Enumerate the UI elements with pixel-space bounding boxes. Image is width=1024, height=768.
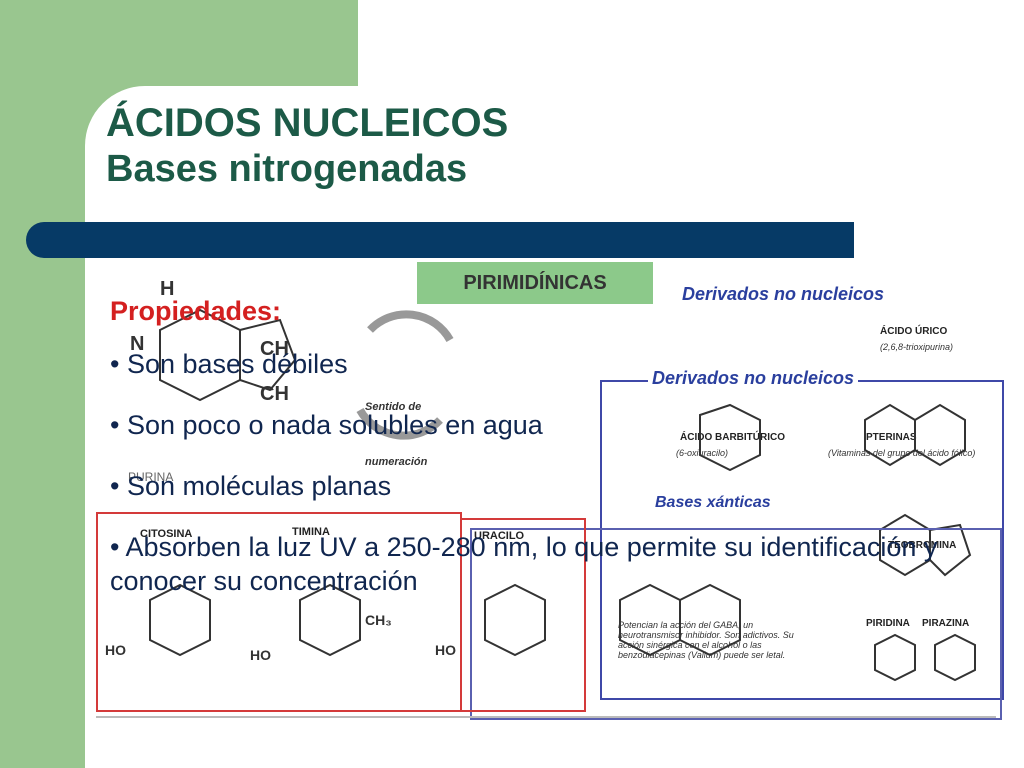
bullet-item: • Son bases débiles bbox=[110, 349, 348, 379]
bases-frame bbox=[470, 528, 1002, 720]
svg-text:CH: CH bbox=[260, 338, 289, 360]
oxiuracilo-label: (6-oxiuracilo) bbox=[676, 448, 729, 458]
svg-text:N: N bbox=[130, 333, 144, 355]
properties-heading: Propiedades: bbox=[110, 296, 282, 326]
pirimidinicas-label: PIRIMIDÍNICAS bbox=[417, 262, 653, 304]
cytosine-structure: HO bbox=[105, 583, 211, 658]
bullet-item: • Absorben la luz UV a 250-280 nm, lo qu… bbox=[110, 532, 938, 596]
slide-title: ÁCIDOS NUCLEICOS Bases nitrogenadas bbox=[106, 100, 508, 192]
collage-baseline bbox=[96, 716, 996, 718]
content-panel bbox=[85, 86, 1024, 768]
title-line-2: Bases nitrogenadas bbox=[106, 148, 468, 190]
pterinas-label: PTERINAS bbox=[866, 432, 917, 443]
numbering-direction-arrows: Sentido de numeración bbox=[356, 310, 454, 468]
properties-section: Propiedades: • Son bases débiles • Son p… bbox=[110, 296, 970, 598]
teobromina-structure bbox=[879, 513, 972, 577]
timina-label: TIMINA bbox=[292, 526, 330, 538]
trioxipurina-label: (2,6,8-trioxipurina) bbox=[880, 342, 954, 352]
title-line-1: ÁCIDOS NUCLEICOS bbox=[106, 101, 509, 145]
piridina-pirazina-structure bbox=[874, 633, 976, 682]
derivados-top-label: Derivados no nucleicos bbox=[682, 284, 885, 304]
svg-text:H: H bbox=[160, 278, 174, 300]
uracilo-frame bbox=[460, 518, 586, 712]
pirazina-label: PIRAZINA bbox=[922, 618, 970, 629]
citosina-label: CITOSINA bbox=[140, 528, 193, 540]
acido-urico-label: ÁCIDO ÚRICO bbox=[880, 326, 948, 337]
bullet-item: • Son poco o nada solubles en agua bbox=[110, 410, 543, 440]
teobromina-label: TEOBROMINA bbox=[888, 540, 957, 551]
thymine-structure: HO CH₃ bbox=[250, 583, 392, 663]
acido-barbiturico-label: ÁCIDO BARBITÚRICO bbox=[680, 432, 785, 443]
svg-text:HO: HO bbox=[105, 642, 126, 658]
svg-text:HO: HO bbox=[435, 642, 456, 658]
purina-label: PURINA bbox=[128, 470, 174, 484]
title-divider-bar bbox=[26, 222, 854, 258]
uracil-structure: HO bbox=[435, 583, 546, 658]
pterin-structure bbox=[864, 403, 966, 467]
svg-text:HO: HO bbox=[250, 647, 271, 663]
barbituric-structure bbox=[699, 403, 761, 472]
svg-text:CH₃: CH₃ bbox=[365, 612, 392, 628]
bases-xanticas-label: Bases xánticas bbox=[655, 494, 771, 511]
uracilo-label: URACILO bbox=[474, 530, 525, 542]
derivative-structure bbox=[619, 583, 741, 657]
numeracion-label: numeración bbox=[365, 456, 428, 468]
vitaminas-label: (Vitaminas del grupo del ácido fólico) bbox=[828, 448, 976, 458]
purine-structure: H N CH CH bbox=[130, 278, 297, 405]
svg-text:CH: CH bbox=[260, 383, 289, 405]
piridina-label: PIRIDINA bbox=[866, 618, 910, 629]
background-green-strip bbox=[0, 0, 85, 768]
derivados-box-heading: Derivados no nucleicos bbox=[648, 368, 859, 389]
bullet-item: • Son moléculas planas bbox=[110, 471, 392, 501]
sentido-label: Sentido de bbox=[365, 401, 421, 413]
background-white-top bbox=[358, 0, 1024, 90]
